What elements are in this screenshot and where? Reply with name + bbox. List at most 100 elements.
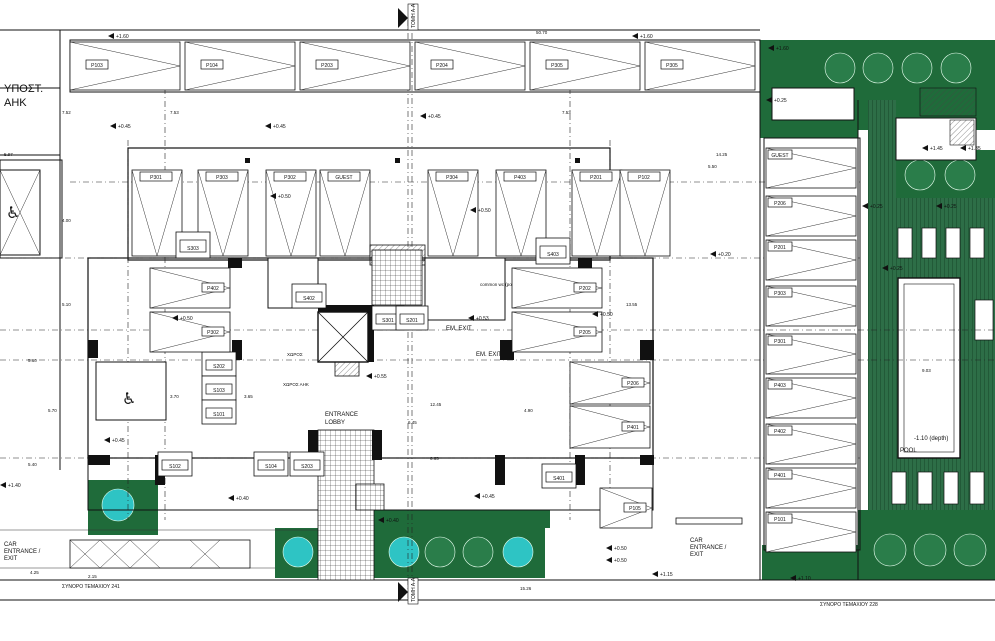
level-value: +0.53 bbox=[476, 316, 489, 322]
parking-label-tag bbox=[627, 171, 661, 182]
level-value: +0.40 bbox=[236, 496, 249, 502]
parking-label: P403 bbox=[514, 175, 526, 181]
parking-label-tag bbox=[660, 59, 684, 70]
level-arrow-icon bbox=[710, 251, 716, 257]
lounger-icon bbox=[891, 471, 907, 505]
storage-label: S402 bbox=[303, 296, 315, 302]
dimension-value: 5.60 bbox=[28, 358, 37, 363]
parking-label: P401 bbox=[774, 473, 786, 479]
parking-label-tag bbox=[573, 326, 597, 337]
storage-label: S203 bbox=[301, 464, 313, 470]
parking-label-tag bbox=[621, 421, 645, 432]
dimension-value: 12.45 bbox=[430, 402, 442, 407]
level-value: +0.25 bbox=[774, 98, 787, 104]
parking-label: P305 bbox=[666, 63, 678, 69]
parking-label: P402 bbox=[207, 286, 219, 292]
parking-label-tag bbox=[201, 326, 225, 337]
level-value: +1.45 bbox=[930, 146, 943, 152]
level-value: +0.20 bbox=[718, 252, 731, 258]
storage-label: S303 bbox=[187, 246, 199, 252]
trees bbox=[101, 52, 987, 568]
level-arrow-icon bbox=[606, 545, 612, 551]
parking-label-tag bbox=[767, 379, 793, 390]
level-markers: +1.60+1.60+1.60+0.45+0.45+0.45+0.50+0.50… bbox=[0, 33, 981, 582]
level-value: +0.50 bbox=[614, 558, 627, 564]
parking-label: P202 bbox=[579, 286, 591, 292]
pool-label: POOL bbox=[900, 448, 917, 454]
parking-label: P301 bbox=[150, 175, 162, 181]
parking-bay bbox=[131, 169, 183, 257]
level-value: +0.50 bbox=[614, 546, 627, 552]
level-value: +1.40 bbox=[8, 483, 21, 489]
section-arrow-icon bbox=[398, 8, 408, 28]
tree-icon bbox=[824, 52, 856, 84]
parking-label-tag bbox=[201, 282, 225, 293]
parking-label: P201 bbox=[774, 245, 786, 251]
boundary-label: ΣΥΝΟΡΟ ΤΕΜΑΧΙΟΥ 241 bbox=[62, 584, 120, 590]
level-arrow-icon bbox=[270, 193, 276, 199]
parking-label-tag bbox=[767, 425, 793, 436]
dimension-value: 14.25 bbox=[716, 152, 728, 157]
storage-label: S401 bbox=[553, 476, 565, 482]
tree-icon bbox=[944, 159, 976, 191]
level-value: +0.45 bbox=[482, 494, 495, 500]
tree-icon bbox=[424, 536, 456, 568]
parking-label-tag bbox=[435, 171, 469, 182]
level-arrow-icon bbox=[652, 571, 658, 577]
accessibility: ♿ ♿ bbox=[0, 169, 167, 421]
parking-label: P102 bbox=[638, 175, 650, 181]
car-entrance-left: CAR bbox=[4, 542, 17, 548]
storage-label-tag bbox=[179, 239, 207, 253]
tree-icon bbox=[901, 52, 933, 84]
section-arrow-icon bbox=[398, 582, 408, 602]
tree-icon bbox=[953, 533, 987, 567]
parking-bay bbox=[319, 169, 371, 257]
lounger-icon bbox=[917, 471, 933, 505]
dimension-value: 5.50 bbox=[708, 164, 717, 169]
parking-label-tag bbox=[621, 377, 645, 388]
dimension-value: 5.10 bbox=[62, 302, 71, 307]
parking-label-tag bbox=[430, 59, 454, 70]
tree-icon bbox=[940, 52, 972, 84]
section-label-bottom: ΤΟΜΗ Α-Α bbox=[411, 577, 417, 602]
parking-label: P301 bbox=[774, 339, 786, 345]
dimension-value: 5.40 bbox=[28, 462, 37, 467]
parking-label: P303 bbox=[216, 175, 228, 181]
parking-label-tag bbox=[579, 171, 613, 182]
level-arrow-icon bbox=[606, 557, 612, 563]
level-arrow-icon bbox=[474, 493, 480, 499]
dimension-value: 9.03 bbox=[922, 368, 931, 373]
level-value: +0.45 bbox=[428, 114, 441, 120]
parking-label-tag bbox=[767, 513, 793, 524]
landscape-areas bbox=[88, 40, 995, 580]
parking-label-tag bbox=[327, 171, 361, 182]
parking-label-tag bbox=[767, 287, 793, 298]
lounger-icon bbox=[969, 227, 985, 259]
parking-bay bbox=[427, 169, 479, 257]
level-value: +0.55 bbox=[374, 374, 387, 380]
wheelchair-icon: ♿ bbox=[122, 391, 136, 408]
dimension-value: 7.53 bbox=[562, 110, 571, 115]
storage-label-tag bbox=[539, 245, 567, 259]
parking-label: P302 bbox=[284, 175, 296, 181]
lounger-icon bbox=[943, 471, 959, 505]
level-arrow-icon bbox=[228, 495, 234, 501]
car-entrance-left: ENTRANCE / bbox=[4, 549, 41, 555]
parking-label-tag bbox=[315, 59, 339, 70]
level-arrow-icon bbox=[108, 33, 114, 39]
dimension-value: 5.70 bbox=[48, 408, 57, 413]
entrance-lobby-line2: LOBBY bbox=[325, 420, 345, 426]
parking-bay bbox=[619, 169, 671, 257]
car-entrance-right: CAR bbox=[690, 538, 703, 544]
parking-label: P104 bbox=[206, 63, 218, 69]
lounger-icon bbox=[974, 299, 994, 341]
dimension-value: 4.90 bbox=[524, 408, 533, 413]
parking-label: P206 bbox=[774, 201, 786, 207]
parking-label: P302 bbox=[207, 330, 219, 336]
parking-bay bbox=[765, 423, 857, 465]
level-arrow-icon bbox=[592, 311, 598, 317]
parking-label: P103 bbox=[91, 63, 103, 69]
